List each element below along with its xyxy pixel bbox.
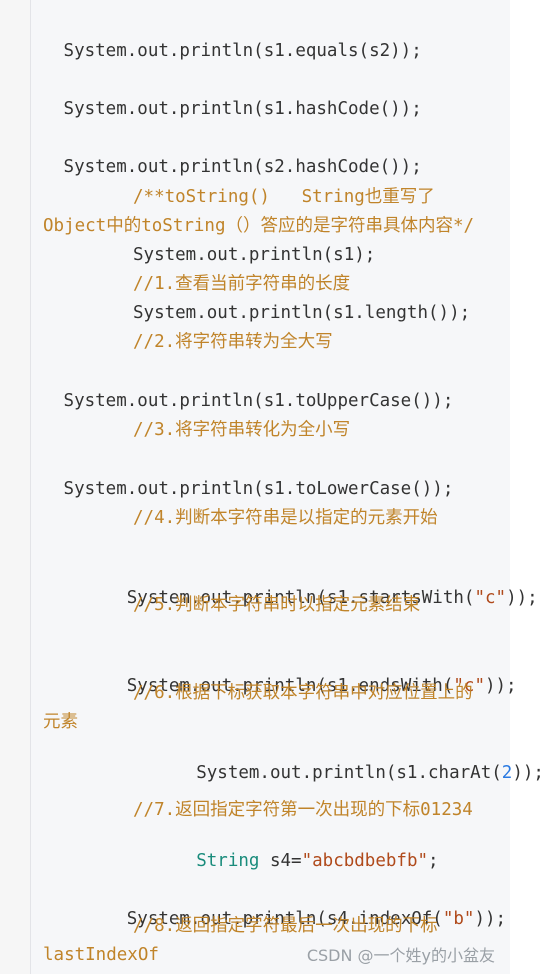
- code-line: System.out.println(s1.equals(s2));: [53, 41, 422, 61]
- code-line: System.out.println(s1.length());: [133, 303, 471, 323]
- code-token: ));: [474, 909, 507, 929]
- watermark-text: CSDN @一个姓y的小盆友: [306, 946, 495, 965]
- code-comment: //2.将字符串转为全大写: [133, 332, 333, 352]
- code-comment: //6.根据下标获取本字符串中对应位置上的: [133, 683, 473, 703]
- code-string-token: "b": [442, 909, 475, 929]
- code-token: System.out.println(s4.indexOf(: [116, 909, 443, 929]
- code-token: ;: [428, 851, 439, 871]
- code-line: System.out.println(s1);: [133, 245, 376, 265]
- code-string-token: "c": [453, 676, 485, 696]
- code-type-token: String: [196, 851, 260, 871]
- code-token: System.out.println(s1.startsWith(: [116, 588, 475, 608]
- code-line: System.out.println(s2.hashCode());: [53, 157, 422, 177]
- code-string-token: "c": [474, 588, 507, 608]
- code-line: System.out.println(s1.hashCode());: [53, 99, 422, 119]
- code-comment: /**toString() String也重写了: [133, 187, 435, 207]
- code-line: System.out.println(s4.indexOf("b"));: [53, 886, 506, 952]
- code-comment: //7.返回指定字符第一次出现的下标01234: [133, 800, 473, 820]
- code-comment: Object中的toString（）答应的是字符串具体内容*/: [43, 216, 475, 236]
- code-comment: lastIndexOf: [43, 945, 159, 965]
- code-comment: //4.判断本字符串是以指定的元素开始: [133, 508, 438, 528]
- code-token: s4=: [259, 851, 302, 871]
- code-comment: 元素: [43, 712, 78, 732]
- code-line: System.out.println(s1.toLowerCase());: [53, 479, 454, 499]
- code-number-token: 2: [501, 763, 513, 783]
- code-token: System.out.println(s1.endsWith(: [116, 676, 454, 696]
- code-block[interactable]: System.out.println(s1.equals(s2)); Syste…: [30, 0, 544, 974]
- code-comment: //3.将字符串转化为全小写: [133, 420, 351, 440]
- code-comment: //8.返回指定字符最后一次出现的下标: [133, 916, 438, 936]
- code-token: ));: [512, 763, 544, 783]
- code-token: System.out.println(s1.charAt(: [196, 763, 502, 783]
- code-line: String s4="abcbdbebfb";: [133, 828, 439, 894]
- code-comment: //5.判断本字符串时以指定元素结束: [133, 595, 421, 615]
- code-comment: //1.查看当前字符串的长度: [133, 274, 351, 294]
- code-line: System.out.println(s1.toUpperCase());: [53, 391, 454, 411]
- code-line: System.out.println(s1.charAt(2));: [133, 740, 544, 806]
- code-token: ));: [506, 588, 538, 608]
- code-line: System.out.println(s1.startsWith("c"));: [53, 565, 538, 631]
- code-token: ));: [484, 676, 517, 696]
- code-string-token: "abcbdbebfb": [301, 851, 429, 871]
- code-line: System.out.println(s1.endsWith("c"));: [53, 653, 517, 719]
- left-gutter: [0, 0, 30, 974]
